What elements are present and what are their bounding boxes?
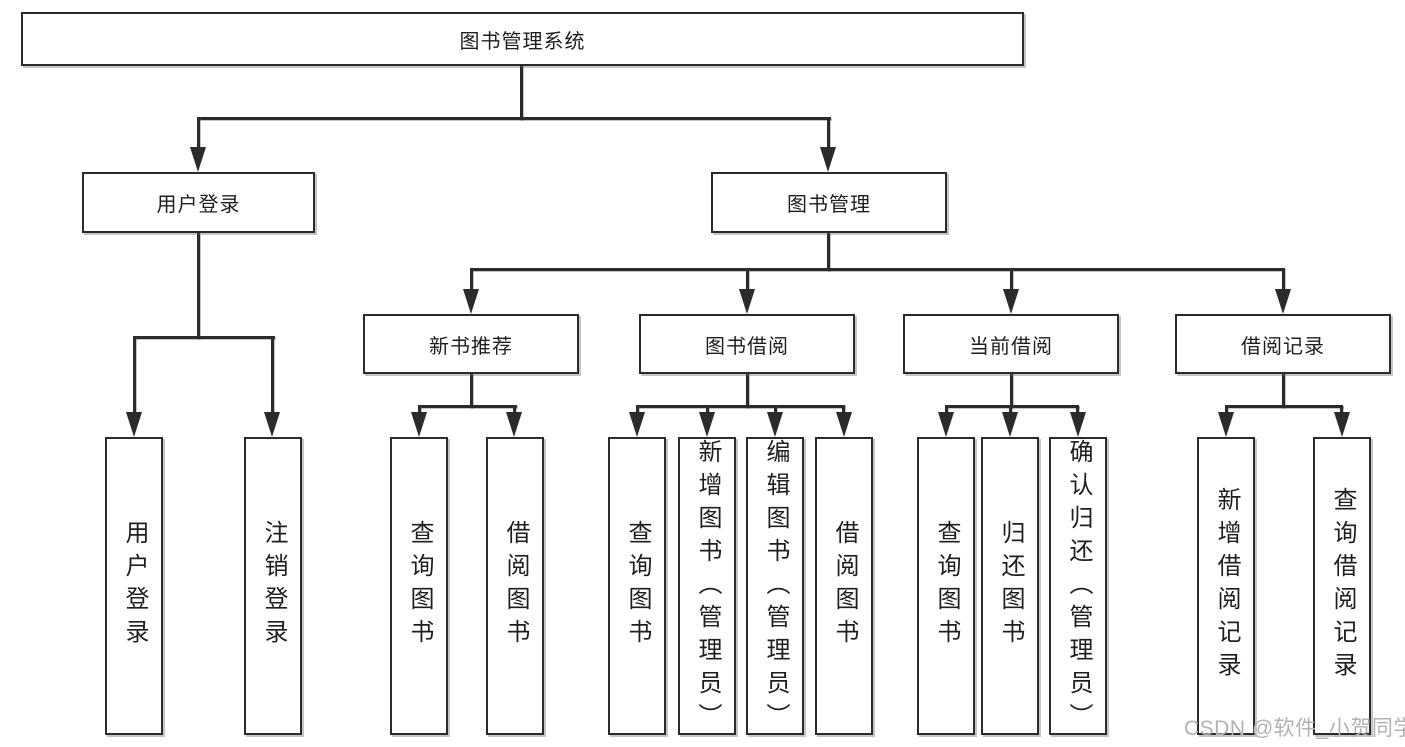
connector-arrow: [463, 289, 479, 314]
connector-arrow: [1218, 412, 1234, 437]
leaf-borrow-books: 借阅图书: [815, 437, 873, 735]
connector-line: [1225, 405, 1228, 415]
leaf-logout: 注销登录: [244, 437, 302, 735]
connector-line: [827, 117, 830, 150]
node-book-borrow: 图书借阅: [639, 314, 855, 374]
node-book-management: 图书管理: [711, 172, 947, 233]
node-current-borrow: 当前借阅: [903, 314, 1119, 374]
connector-line: [945, 405, 1079, 408]
connector-arrow: [411, 412, 427, 437]
connector-line: [133, 336, 275, 339]
connector-line: [827, 233, 830, 271]
connector-line: [418, 405, 421, 415]
leaf-add-books-admin: 新增图书（管理员）: [678, 437, 736, 736]
connector-arrow: [629, 412, 645, 437]
connector-line: [470, 268, 1284, 271]
connector-line: [746, 374, 749, 408]
connector-line: [636, 405, 845, 408]
connector-line: [1010, 268, 1013, 294]
connector-line: [1225, 405, 1343, 408]
leaf-edit-books-admin: 编辑图书（管理员）: [746, 437, 804, 736]
connector-line: [945, 405, 948, 415]
connector-line: [706, 405, 709, 415]
connector-arrow: [126, 412, 142, 437]
connector-line: [470, 268, 473, 294]
connector-line: [133, 336, 136, 414]
connector-line: [197, 117, 831, 120]
csdn-watermark: CSDN @软件_小贺同学: [1184, 717, 1405, 740]
leaf-confirm-return-admin: 确认归还（管理员）: [1049, 437, 1107, 736]
connector-arrow: [739, 289, 755, 314]
node-root-library-system: 图书管理系统: [21, 12, 1024, 66]
connector-line: [520, 64, 523, 120]
connector-line: [842, 405, 845, 415]
connector-line: [197, 233, 200, 339]
connector-line: [746, 268, 749, 294]
connector-arrow: [1275, 289, 1291, 314]
connector-arrow: [1070, 412, 1086, 437]
connector-arrow: [264, 412, 280, 437]
connector-line: [1010, 374, 1013, 408]
node-user-login: 用户登录: [82, 172, 315, 233]
connector-line: [1340, 405, 1343, 415]
connector-line: [636, 405, 639, 415]
connector-line: [1282, 268, 1285, 294]
connector-arrow: [190, 147, 206, 172]
node-borrow-records: 借阅记录: [1175, 314, 1391, 374]
connector-arrow: [820, 147, 836, 172]
leaf-return-books: 归还图书: [981, 437, 1039, 735]
connector-line: [774, 405, 777, 415]
leaf-user-login: 用户登录: [105, 437, 163, 735]
connector-arrow: [506, 412, 522, 437]
leaf-query-borrow-record: 查询借阅记录: [1313, 437, 1371, 735]
leaf-query-books-borrow: 查询图书: [608, 437, 666, 735]
connector-line: [470, 374, 473, 408]
connector-line: [513, 405, 516, 415]
connector-line: [418, 405, 517, 408]
connector-arrow: [1334, 412, 1350, 437]
connector-line: [1009, 405, 1012, 415]
leaf-add-borrow-record: 新增借阅记录: [1197, 437, 1255, 735]
connector-line: [1282, 374, 1285, 408]
leaf-query-books-newrec: 查询图书: [390, 437, 448, 735]
connector-arrow: [767, 412, 783, 437]
leaf-borrow-books-newrec: 借阅图书: [486, 437, 544, 735]
connector-line: [1076, 405, 1079, 415]
connector-line: [271, 336, 274, 414]
connector-arrow: [1003, 289, 1019, 314]
connector-arrow: [699, 412, 715, 437]
leaf-query-books-current: 查询图书: [917, 437, 975, 735]
connector-arrow: [1002, 412, 1018, 437]
node-new-book-recommend: 新书推荐: [363, 314, 579, 374]
connector-line: [197, 117, 200, 150]
connector-arrow: [938, 412, 954, 437]
connector-arrow: [836, 412, 852, 437]
